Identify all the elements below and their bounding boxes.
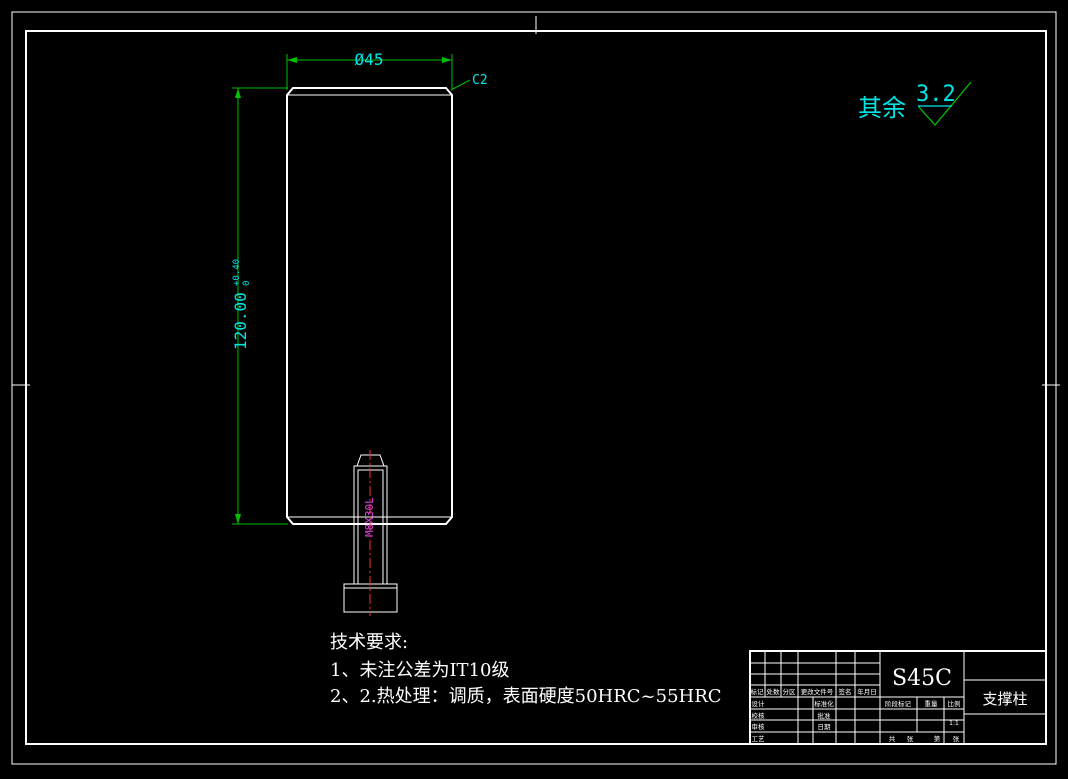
length-dimension: 120.00 +0.40 0 — [231, 87, 288, 525]
tb-header-3: 更改文件号 — [801, 687, 834, 696]
technical-requirements: 技术要求: 1、未注公差为IT10级 2、2.热处理：调质，表面硬度50HRC~… — [330, 632, 722, 707]
tolerance-upper: +0.40 — [232, 259, 242, 286]
roughness-prefix: 其余 — [858, 94, 906, 122]
title-block: S45C 支撑柱 1:1 标记 处数 分区 更改文件号 签名 年月日 设计 校核… — [749, 650, 1047, 745]
tb-left-3: 工艺 — [752, 735, 766, 743]
diameter-text: Ø45 — [355, 50, 384, 69]
part-name: 支撑柱 — [982, 690, 1027, 708]
material-text: S45C — [892, 666, 952, 691]
tech-req-item-1: 1、未注公差为IT10级 — [330, 660, 509, 681]
roughness-symbol: 其余 3.2 — [858, 81, 972, 126]
scale-value: 1:1 — [949, 720, 959, 727]
tb-stage-0: 阶段标记 — [885, 699, 912, 708]
tb-header-2: 分区 — [783, 687, 797, 696]
tech-req-heading: 技术要求: — [330, 632, 408, 653]
tb-bottom-1: 张 — [907, 734, 914, 743]
outer-sheet-border — [11, 11, 1057, 765]
tb-stage-1: 重量 — [925, 700, 939, 708]
inner-drawing-frame — [25, 30, 1047, 745]
tb-header-4: 签名 — [839, 687, 852, 696]
tb-header-0: 标记 — [751, 687, 765, 696]
bolt: M8X30L — [343, 450, 398, 616]
chamfer-text: C2 — [472, 73, 488, 88]
tb-left-0: 设计 — [752, 699, 766, 708]
tb-bottom-0: 共 — [889, 734, 896, 743]
tb-mid-0: 标准化 — [814, 699, 834, 708]
tb-bottom-2: 第 — [934, 734, 941, 743]
tb-stage-2: 比例 — [948, 699, 961, 708]
diameter-dimension: Ø45 — [286, 50, 453, 90]
tb-bottom-3: 张 — [953, 734, 960, 743]
tb-mid-1: 批准 — [818, 711, 832, 720]
tech-req-item-2: 2、2.热处理：调质，表面硬度50HRC~55HRC — [330, 686, 722, 707]
tolerance-lower: 0 — [242, 281, 252, 286]
tb-header-1: 处数 — [767, 687, 781, 696]
bolt-thread-label: M8X30L — [363, 497, 376, 537]
tb-header-5: 年月日 — [857, 687, 877, 696]
roughness-value: 3.2 — [916, 82, 956, 107]
chamfer-callout: C2 — [450, 73, 488, 91]
tb-mid-2: 日期 — [818, 723, 832, 731]
length-text: 120.00 — [231, 292, 250, 350]
tb-left-1: 校核 — [752, 711, 766, 720]
tb-left-2: 审核 — [752, 722, 766, 731]
